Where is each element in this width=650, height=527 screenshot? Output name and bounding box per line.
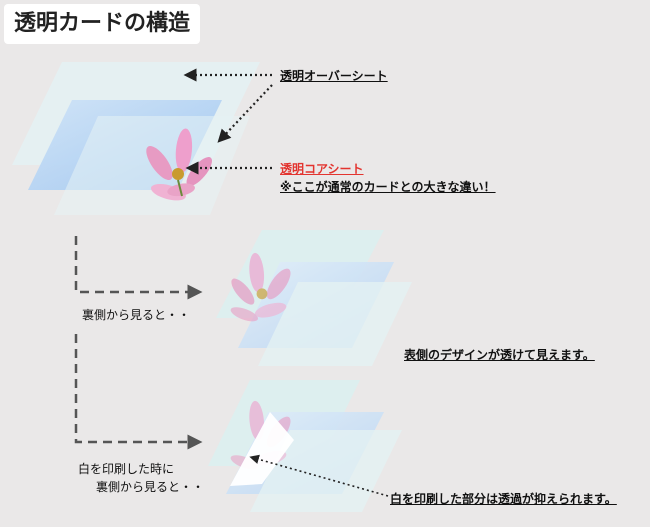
white-print-card-stack	[208, 380, 402, 512]
printed-white-label-line1: 白を印刷した時に	[78, 462, 175, 476]
white-note-arrow	[249, 454, 389, 497]
back-flower-illustration	[230, 252, 291, 322]
flower-illustration	[146, 128, 213, 201]
back-overlay-2	[258, 282, 412, 366]
back-view-label: 裏側から見ると・・	[82, 308, 191, 322]
overlay-sheet-label: 透明オーバーシート	[280, 69, 388, 83]
overlay-arrow-diagonal	[217, 84, 273, 143]
top-card-stack	[12, 62, 260, 215]
core-sheet-label: 透明コアシート	[280, 162, 364, 176]
white-overlay-2	[250, 430, 402, 512]
printed-white-label-line2: 裏側から見ると・・	[96, 480, 205, 494]
page-title: 透明カードの構造	[4, 4, 201, 44]
printed-white-note: 白を印刷した部分は透過が抑えられます。	[390, 492, 617, 506]
design-visible-label: 表側のデザインが透けて見えます。	[404, 348, 595, 362]
core-note-label: ※ここが通常のカードとの大きな違い！	[280, 180, 496, 194]
white-printed-area	[230, 412, 294, 486]
flow-arrow-1	[74, 236, 203, 300]
flow-arrow-2	[74, 334, 203, 450]
back-view-card-stack	[216, 230, 412, 366]
